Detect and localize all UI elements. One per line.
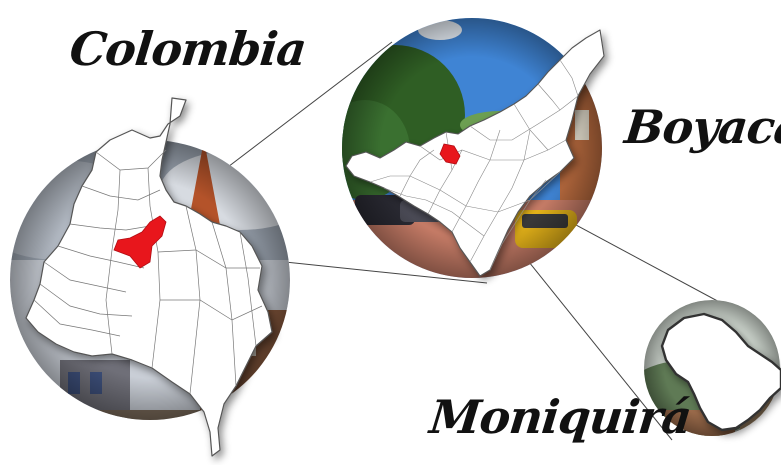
- boyaca-outline: [345, 29, 605, 277]
- country-label: Colombia: [67, 22, 309, 76]
- boyaca-municipality-lines: [369, 59, 579, 271]
- colombia-map-icon: [25, 97, 273, 457]
- moniquira-map-icon: [660, 312, 781, 432]
- boyaca-highlight-in-colombia: [113, 215, 167, 269]
- department-label: Boyacá: [622, 100, 781, 154]
- boyaca-map-icon: [345, 29, 605, 277]
- moniquira-outline: [660, 312, 781, 432]
- moniquira-highlight-in-boyaca: [439, 143, 461, 165]
- colombia-department-lines: [33, 149, 263, 395]
- municipality-label: Moniquirá: [427, 390, 694, 444]
